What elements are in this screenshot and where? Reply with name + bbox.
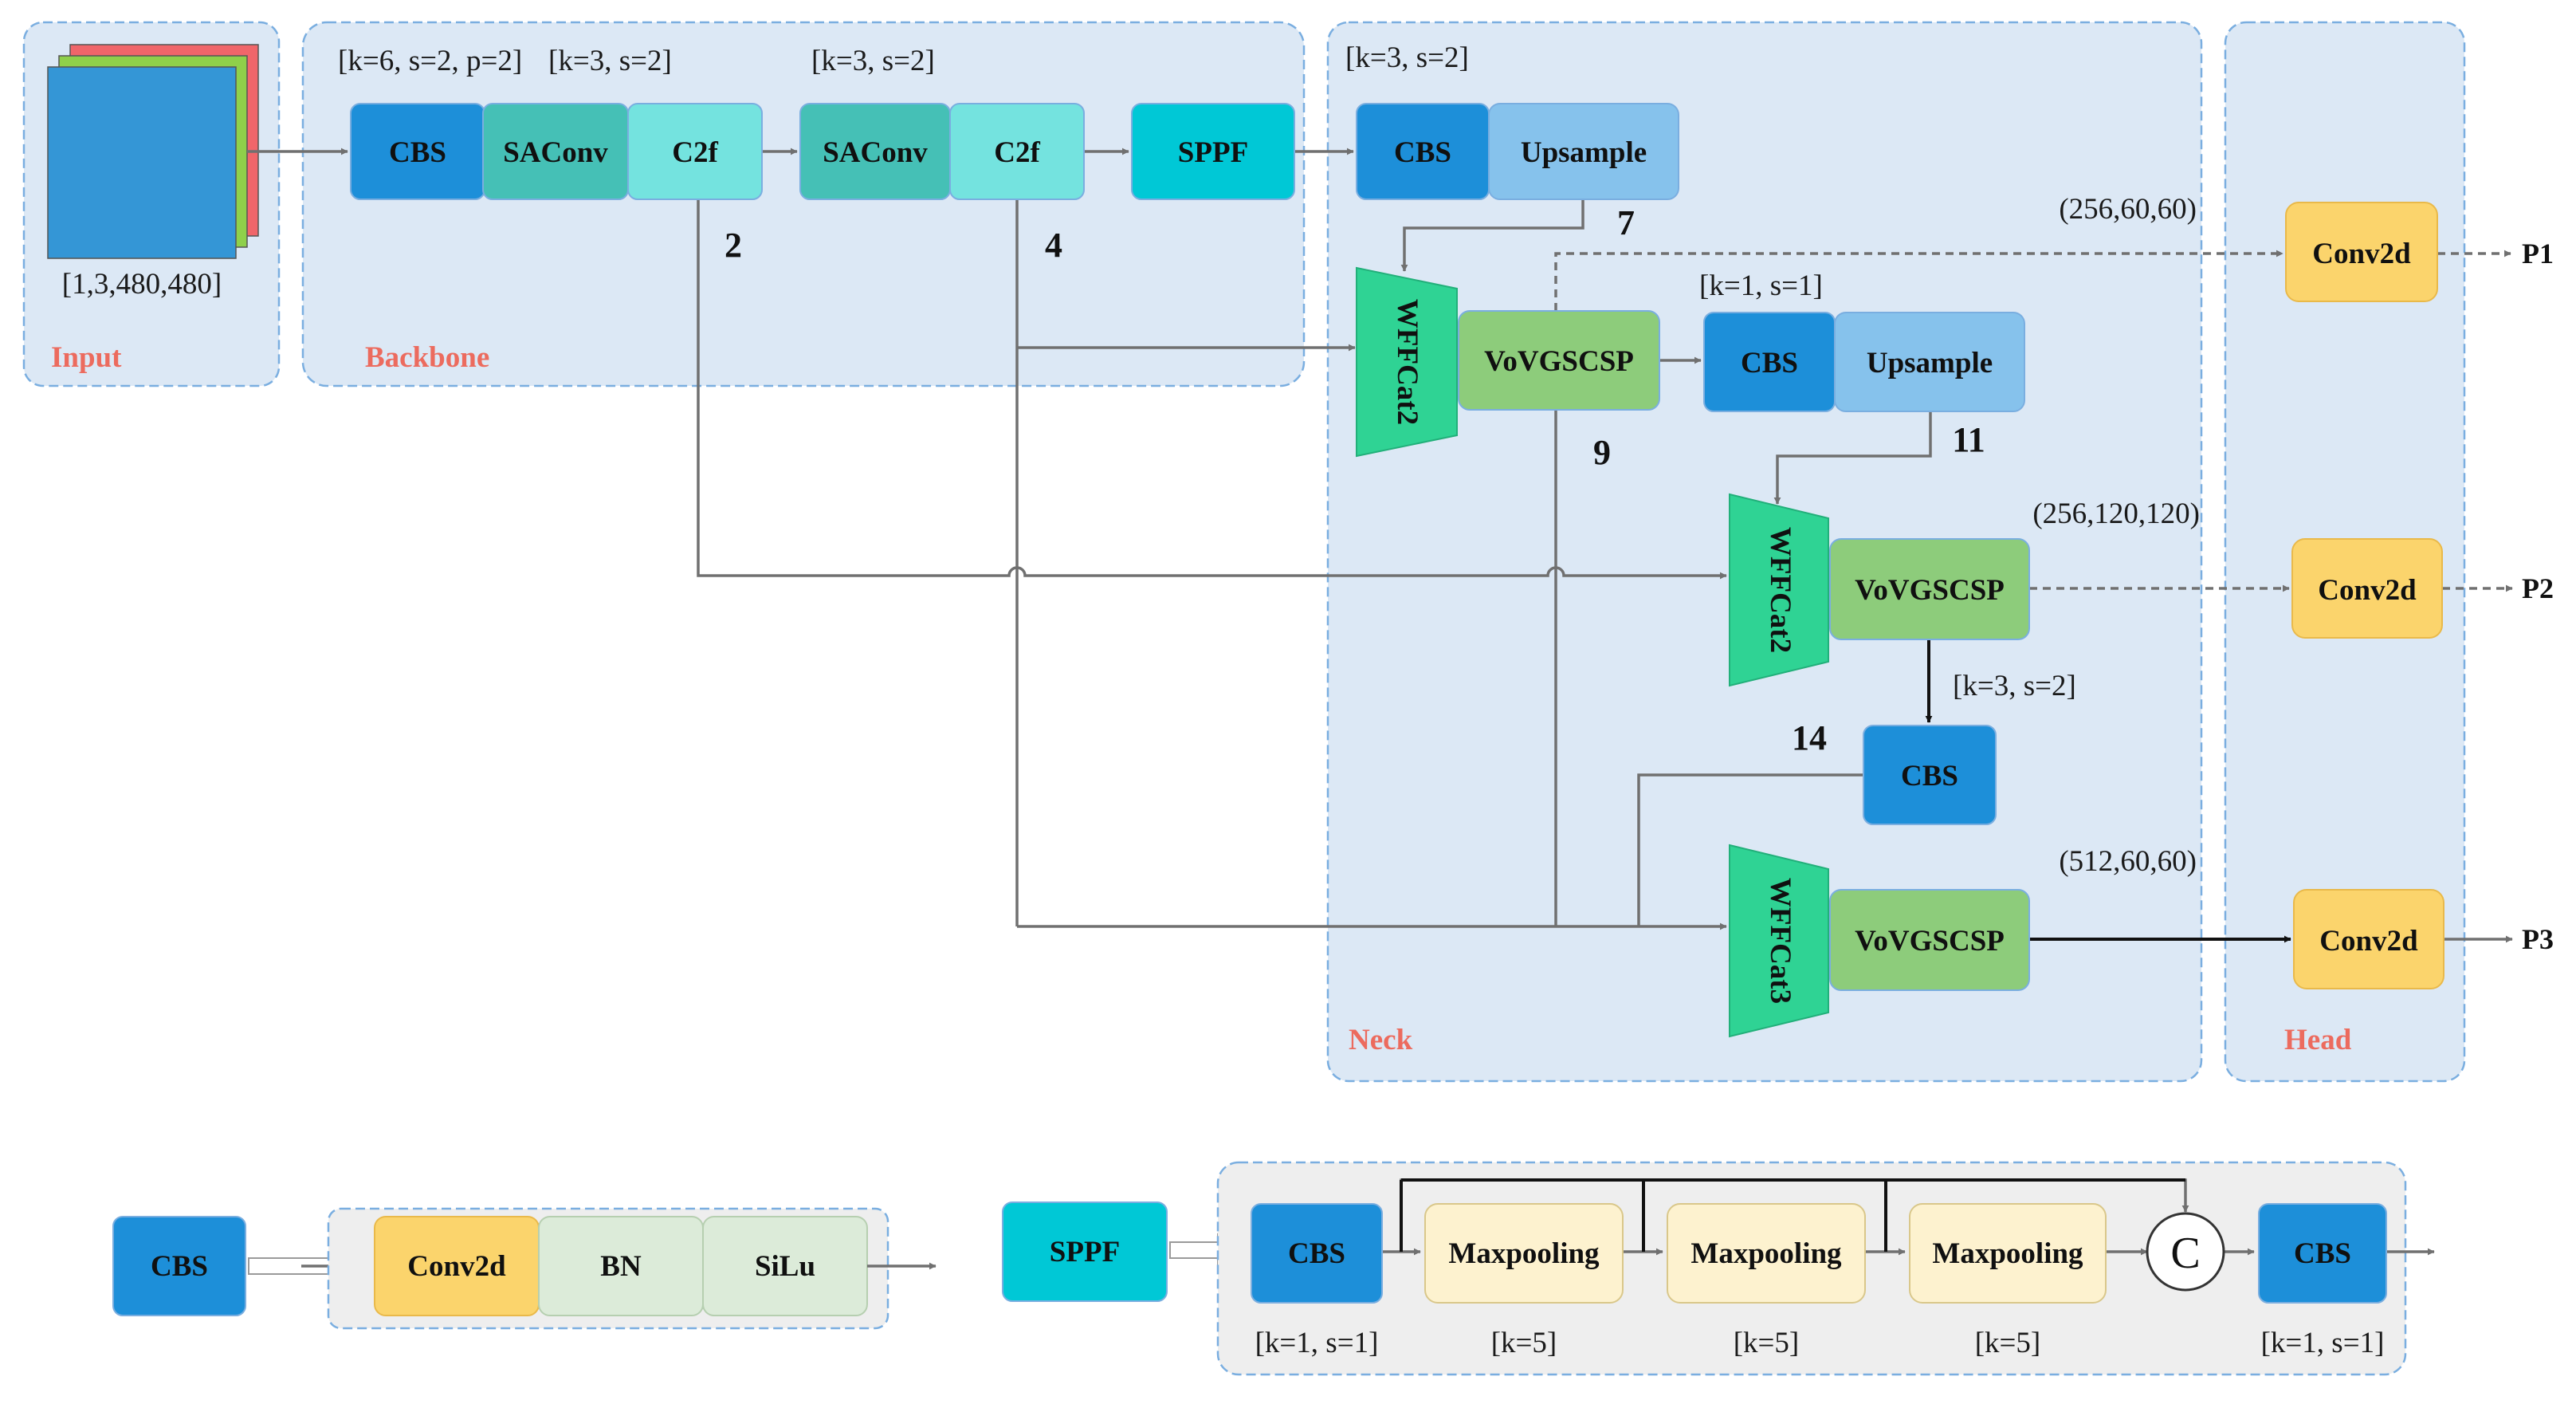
head-conv2d-label-2: Conv2d: [2318, 574, 2417, 607]
neck-vovgscsp-label-1: VoVGSCSP: [1484, 345, 1634, 378]
neck-wffcat-label-1: WFFCat2: [1391, 299, 1423, 425]
neck-upsample-block-1: Upsample: [1488, 103, 1679, 200]
head-panel-label: Head: [2284, 1024, 2352, 1056]
backbone-cbs-block: CBS: [350, 103, 485, 200]
input-image-stack-icon: [47, 44, 259, 259]
neck-panel-label: Neck: [1349, 1024, 1413, 1056]
legend-cbs-conv2d: Conv2d: [407, 1250, 506, 1283]
backbone-saconv-block-1: SAConv: [482, 103, 629, 200]
neck-vovgscsp-label-2: VoVGSCSP: [1855, 574, 2005, 607]
neck-params-top: [k=3, s=2]: [1345, 41, 1469, 74]
layer-index-4: 4: [1045, 226, 1062, 265]
backbone-c2f-block-2: C2f: [949, 103, 1085, 200]
layer-index-9: 9: [1593, 433, 1611, 472]
neck-wffcat-label-3: WFFCat3: [1764, 878, 1797, 1004]
neck-wffcat-block-2: WFFCat2: [1729, 493, 1829, 687]
output-p3-label: P3: [2522, 923, 2554, 955]
neck-cbs-block-3: CBS: [1863, 725, 1997, 825]
head-shape-1: (256,60,60): [2059, 193, 2197, 226]
backbone-cbs-label: CBS: [389, 136, 446, 169]
neck-vovgscsp-label-3: VoVGSCSP: [1855, 925, 2005, 958]
neck-upsample-label-1: Upsample: [1521, 136, 1647, 169]
neck-cbs-label-3: CBS: [1901, 760, 1958, 792]
neck-vovgscsp-block-1: VoVGSCSP: [1458, 310, 1660, 411]
concat-label: C: [2170, 1229, 2200, 1278]
layer-index-14: 14: [1792, 718, 1827, 757]
input-panel-label: Input: [51, 341, 122, 374]
layer-index-7: 7: [1617, 203, 1635, 242]
backbone-saconv-block-2: SAConv: [799, 103, 951, 200]
legend-sppf-cbs-in: CBS: [1288, 1237, 1345, 1270]
legend-cbs-silu: SiLu: [755, 1250, 815, 1283]
neck-vovgscsp-block-2: VoVGSCSP: [1829, 538, 2030, 640]
backbone-c2f-label-1: C2f: [672, 136, 718, 169]
backbone-saconv-label-2: SAConv: [823, 136, 928, 169]
legend-cbs-bn: BN: [600, 1250, 642, 1283]
head-shape-2: (256,120,120): [2032, 497, 2200, 530]
neck-vovgscsp-block-3: VoVGSCSP: [1829, 889, 2030, 991]
legend-sppf-params-pool-1: [k=5]: [1491, 1327, 1557, 1359]
neck-upsample-block-2: Upsample: [1834, 312, 2025, 412]
dark-connectors: [1925, 639, 2291, 943]
neck-cbs-block-2: CBS: [1703, 312, 1836, 412]
backbone-sppf-label: SPPF: [1178, 136, 1248, 169]
backbone-params-2: [k=3, s=2]: [548, 45, 672, 77]
legend-sppf-cbs-out: CBS: [2294, 1237, 2351, 1270]
legend-sppf-name: SPPF: [1050, 1236, 1120, 1268]
backbone-sppf-block: SPPF: [1131, 103, 1295, 200]
head-conv2d-label-1: Conv2d: [2312, 238, 2411, 270]
neck-upsample-label-2: Upsample: [1867, 347, 1993, 380]
neck-wffcat-block-3: WFFCat3: [1729, 844, 1829, 1038]
neck-wffcat-block-1: WFFCat2: [1356, 266, 1458, 458]
head-conv2d-label-3: Conv2d: [2319, 925, 2418, 958]
legend-sppf-maxpool-2: Maxpooling: [1690, 1237, 1842, 1270]
layer-index-2: 2: [724, 226, 742, 265]
backbone-panel-label: Backbone: [365, 341, 489, 374]
legend-cbs: CBS Conv2d BN SiLu: [112, 1207, 937, 1330]
output-p2-label: P2: [2522, 572, 2554, 604]
legend-sppf: SPPF CBS Maxpooling Maxpooling Ma: [1002, 1161, 2435, 1376]
connectors: [247, 147, 2513, 943]
legend-sppf-params-cbs-out: [k=1, s=1]: [2261, 1327, 2385, 1359]
input-shape-label: [1,3,480,480]: [62, 268, 222, 301]
head-conv2d-block-3: Conv2d: [2293, 889, 2444, 989]
backbone-c2f-label-2: C2f: [994, 136, 1040, 169]
head-conv2d-block-1: Conv2d: [2285, 202, 2438, 302]
neck-cbs-label-1: CBS: [1394, 136, 1451, 169]
neck-wffcat-label-2: WFFCat2: [1764, 527, 1797, 653]
backbone-params-1: [k=6, s=2, p=2]: [338, 45, 522, 77]
backbone-saconv-label-1: SAConv: [503, 136, 608, 169]
head-shape-3: (512,60,60): [2059, 845, 2197, 878]
neck-cbs-block-1: CBS: [1356, 103, 1490, 200]
head-conv2d-block-2: Conv2d: [2291, 538, 2443, 639]
output-p1-label: P1: [2522, 238, 2554, 269]
backbone-c2f-block-1: C2f: [627, 103, 763, 200]
neck-cbs-label-2: CBS: [1741, 347, 1798, 380]
neck-params-down: [k=3, s=2]: [1953, 670, 2076, 702]
legend-sppf-params-cbs-in: [k=1, s=1]: [1255, 1327, 1379, 1359]
backbone-params-3: [k=3, s=2]: [811, 45, 935, 77]
layer-index-11: 11: [1952, 420, 1985, 459]
neck-params-mid: [k=1, s=1]: [1699, 269, 1823, 302]
legend-sppf-maxpool-1: Maxpooling: [1448, 1237, 1600, 1270]
legend-cbs-name: CBS: [151, 1250, 208, 1283]
legend-sppf-params-pool-2: [k=5]: [1734, 1327, 1800, 1359]
legend-sppf-maxpool-3: Maxpooling: [1932, 1237, 2083, 1270]
legend-sppf-params-pool-3: [k=5]: [1975, 1327, 2041, 1359]
concat-icon: [2146, 1212, 2225, 1292]
